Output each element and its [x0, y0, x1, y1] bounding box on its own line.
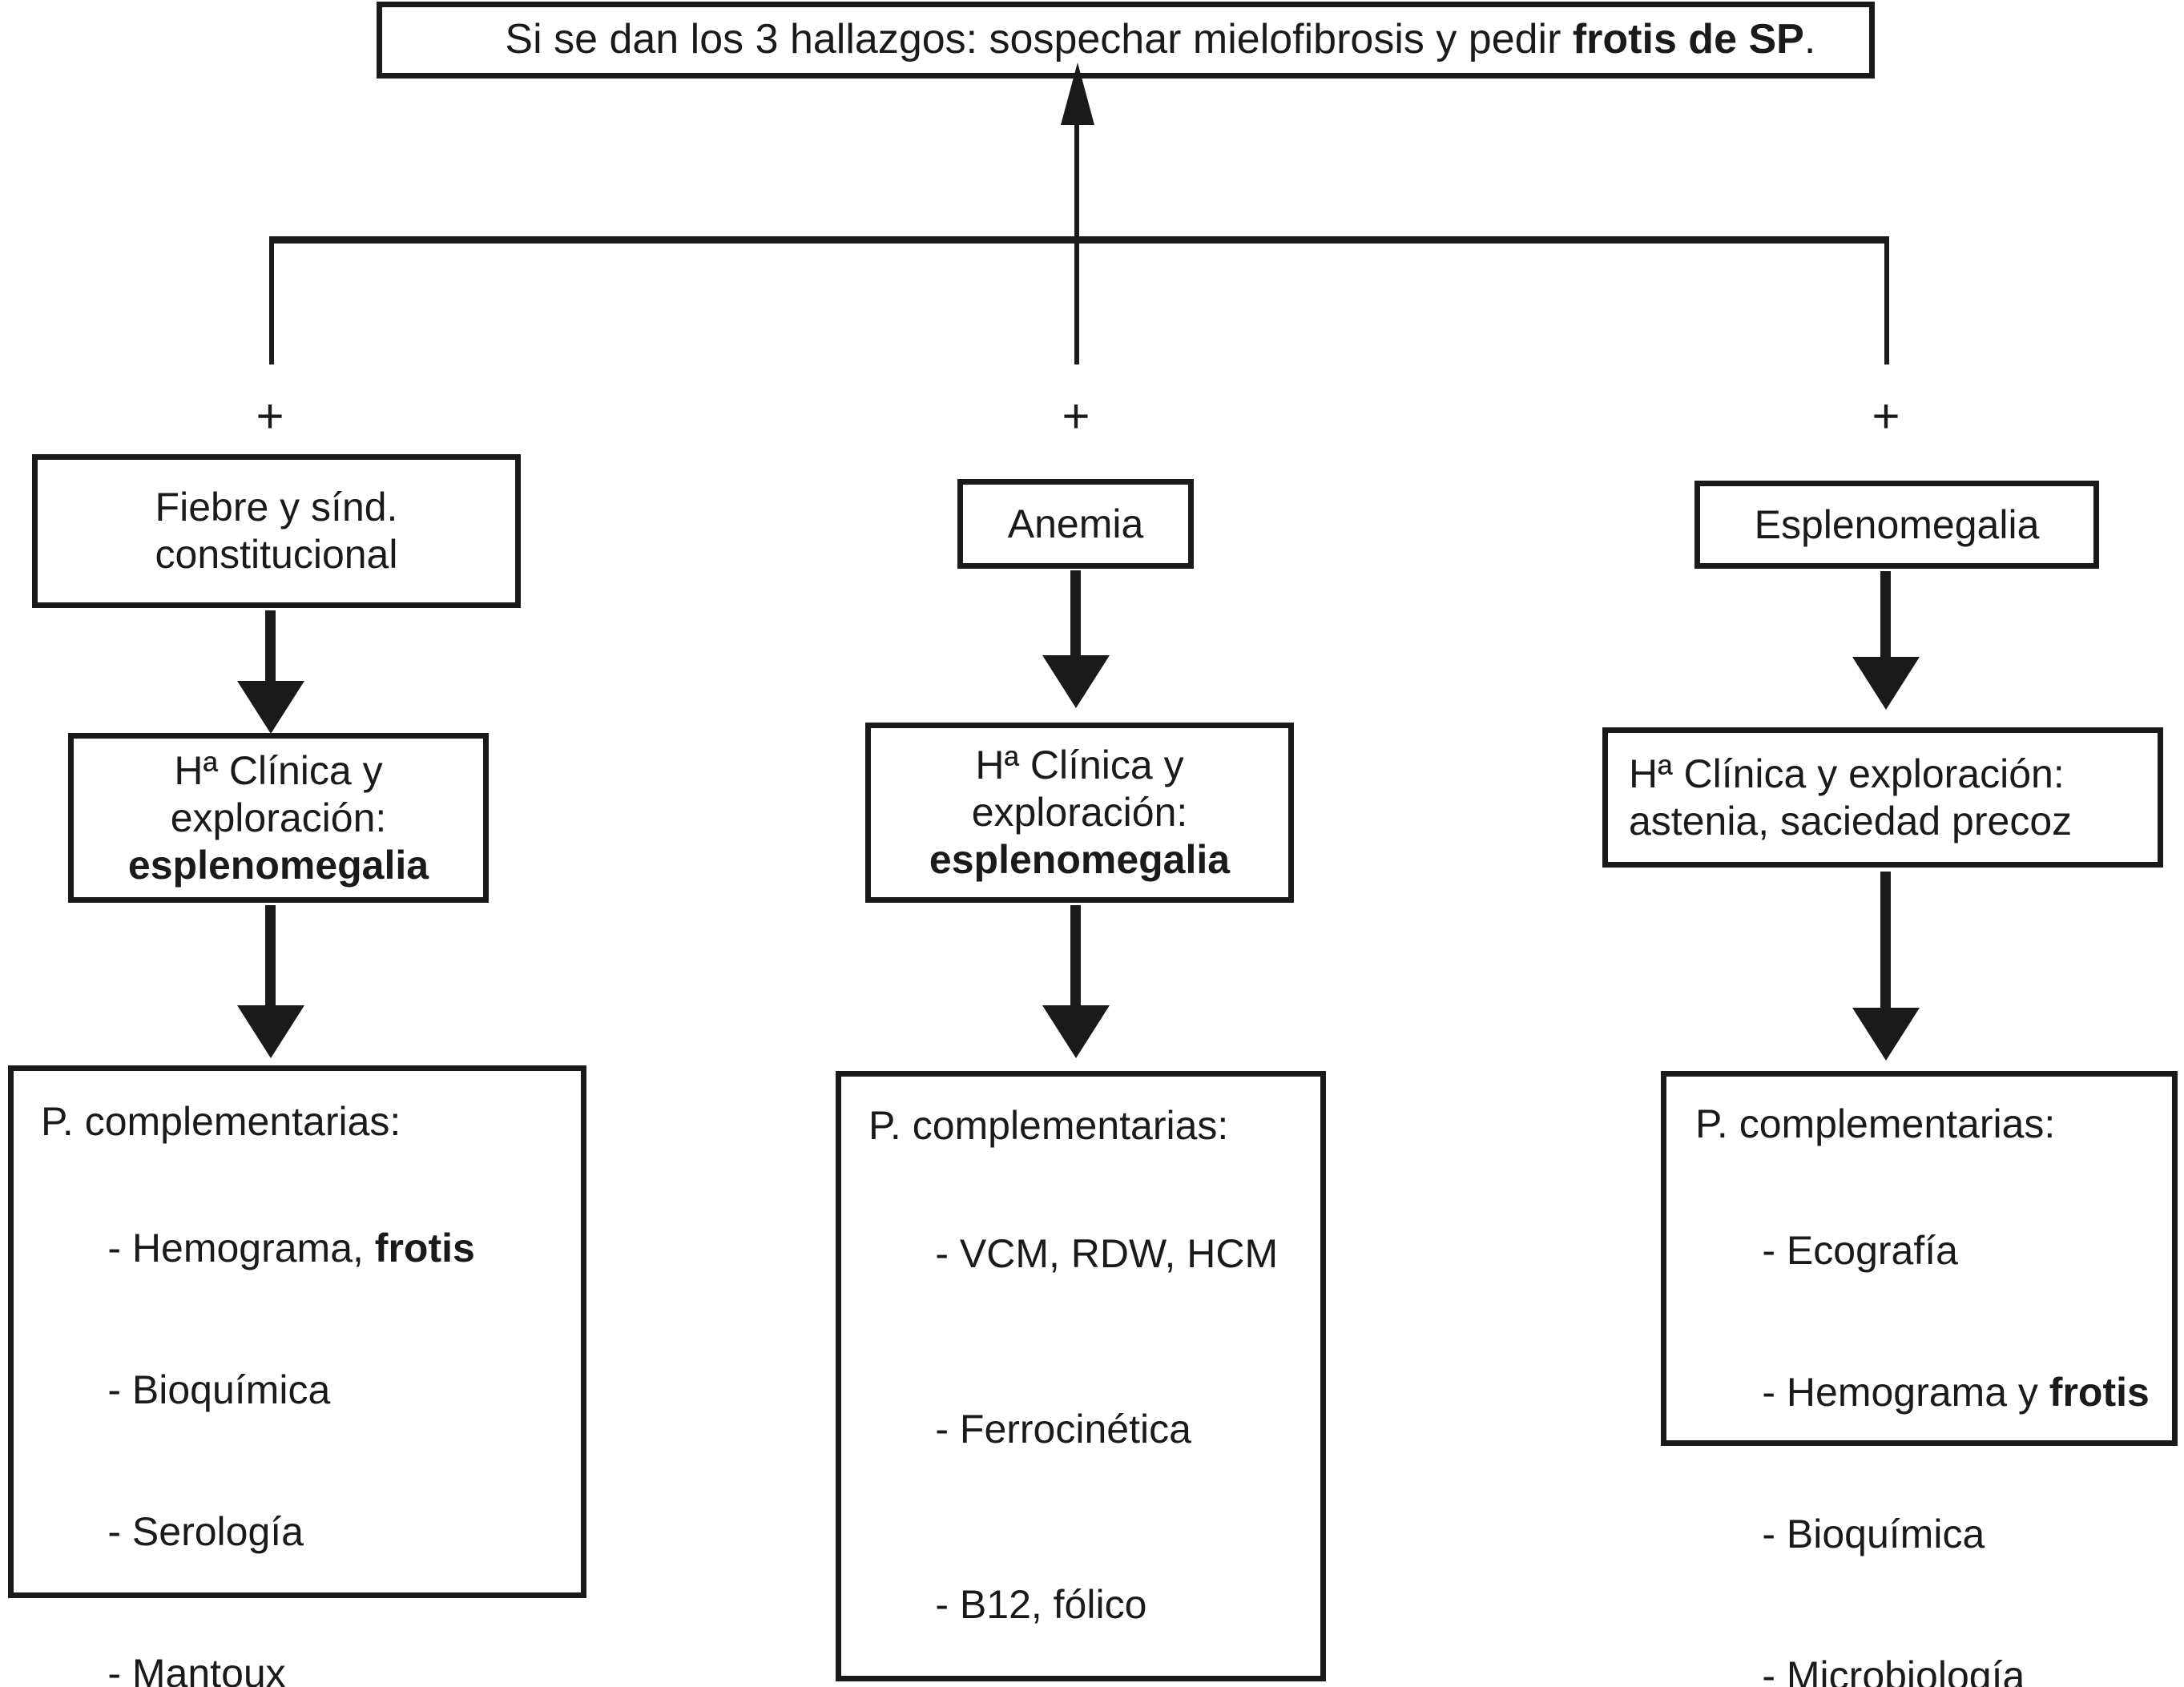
tests-header-col3: P. complementarias:	[1695, 1101, 2056, 1146]
history-line1-col3: Hª Clínica y exploración:	[1629, 751, 2065, 796]
item-dash: -	[935, 1231, 960, 1276]
history-line2-col3: astenia, saciedad precoz	[1629, 798, 2073, 844]
history-line1-col2: Hª Clínica y	[975, 743, 1184, 787]
finding-box-col2: Anemia	[957, 479, 1194, 569]
item-plain: Mantoux	[131, 1651, 286, 1687]
item-plain: Ecografía	[1786, 1228, 1958, 1273]
conclusion-text: Si se dan los 3 hallazgos: sospechar mie…	[436, 0, 1816, 114]
tests-item-col1-3: - Mantoux	[41, 1603, 286, 1687]
finding-label-col3: Esplenomegalia	[1754, 501, 2040, 547]
arrow-shaft-col1-a	[265, 610, 276, 695]
history-line3-col1: esplenomegalia	[127, 842, 429, 888]
item-bold: frotis	[374, 1226, 475, 1270]
bracket-horizontal-bar	[269, 236, 1889, 244]
plus-sign-col2: +	[1062, 389, 1090, 443]
item-dash: -	[935, 1582, 960, 1627]
item-dash: -	[1762, 1228, 1787, 1273]
tests-item-col1-2: - Serología	[41, 1461, 304, 1603]
tests-item-col3-3: - Microbiología	[1695, 1605, 2025, 1687]
plus-sign-col3: +	[1872, 389, 1900, 443]
tests-item-col3-0: - Ecografía	[1695, 1180, 1958, 1322]
tests-box-col2: P. complementarias: - VCM, RDW, HCM - Fe…	[836, 1071, 1326, 1681]
tests-item-col1-0: - Hemograma, frotis	[41, 1178, 475, 1319]
item-plain: Bioquímica	[131, 1367, 331, 1412]
bracket-drop-left	[269, 236, 274, 364]
conclusion-box: Si se dan los 3 hallazgos: sospechar mie…	[377, 2, 1875, 79]
item-dash: -	[1762, 1370, 1787, 1415]
history-line1-col1: Hª Clínica y	[174, 747, 383, 793]
item-dash: -	[107, 1509, 132, 1554]
arrow-shaft-col2-a	[1070, 570, 1081, 666]
tests-box-col3: P. complementarias: - Ecografía - Hemogr…	[1661, 1071, 2178, 1687]
tests-item-col3-2: - Bioquímica	[1695, 1464, 1985, 1605]
arrow-shaft-col2-b	[1070, 905, 1081, 1021]
item-plain: B12, fólico	[959, 1582, 1147, 1627]
tests-item-col1-1: - Bioquímica	[41, 1319, 330, 1461]
conclusion-text-plain: Si se dan los 3 hallazgos: sospechar mie…	[505, 16, 1573, 63]
item-plain: Serología	[131, 1509, 304, 1554]
arrow-shaft-col3-a	[1880, 571, 1891, 667]
finding-label-col1: Fiebre y sínd. constitucional	[155, 485, 398, 577]
tests-box-col1: P. complementarias: - Hemograma, frotis …	[8, 1065, 586, 1687]
arrow-shaft-col1-b	[265, 905, 276, 1021]
history-box-col3: Hª Clínica y exploración: astenia, sacie…	[1602, 727, 2163, 868]
tests-header-col2: P. complementarias:	[868, 1103, 1229, 1148]
item-plain: Ferrocinética	[959, 1407, 1191, 1451]
arrowhead-col3-a	[1852, 657, 1920, 710]
item-dash: -	[1762, 1512, 1787, 1556]
finding-box-col1: Fiebre y sínd. constitucional	[32, 454, 521, 608]
arrowhead-col1-b	[237, 1005, 304, 1058]
arrowhead-col2-b	[1042, 1005, 1110, 1058]
tests-item-col3-1: - Hemograma y frotis	[1695, 1322, 2150, 1464]
conclusion-text-bold: frotis de SP	[1572, 16, 1804, 63]
history-box-col2: Hª Clínica y exploración: esplenomegalia	[865, 723, 1294, 903]
history-line2-col2: exploración:	[971, 790, 1188, 835]
finding-label-col2: Anemia	[1007, 501, 1144, 546]
item-plain: Bioquímica	[1786, 1512, 1985, 1556]
item-dash: -	[107, 1226, 132, 1270]
plus-sign-col1: +	[256, 389, 284, 443]
tests-item-col2-1: - Ferrocinética	[868, 1359, 1191, 1500]
bracket-drop-middle	[1074, 236, 1079, 364]
tests-header-col1: P. complementarias:	[41, 1099, 401, 1144]
finding-box-col3: Esplenomegalia	[1694, 481, 2099, 569]
item-dash: -	[107, 1651, 132, 1687]
item-plain: VCM, RDW, HCM	[959, 1231, 1279, 1276]
item-plain: Microbiología	[1786, 1653, 2025, 1687]
connector-shaft-to-conclusion	[1074, 112, 1079, 240]
arrowhead-col3-b	[1852, 1008, 1920, 1061]
tests-item-col2-0: - VCM, RDW, HCM	[868, 1183, 1278, 1325]
history-box-col1: Hª Clínica y exploración: esplenomegalia	[68, 733, 489, 903]
bracket-drop-right	[1884, 236, 1889, 364]
item-bold: frotis	[2049, 1370, 2150, 1415]
conclusion-text-tail: .	[1803, 16, 1816, 63]
item-dash: -	[935, 1407, 960, 1451]
item-plain: Hemograma,	[131, 1226, 375, 1270]
item-dash: -	[107, 1367, 132, 1412]
item-dash: -	[1762, 1653, 1787, 1687]
history-line3-col2: esplenomegalia	[929, 837, 1231, 882]
item-plain: Hemograma y	[1786, 1370, 2049, 1415]
arrowhead-col1-a	[237, 681, 304, 734]
tests-item-col2-2: - B12, fólico	[868, 1534, 1146, 1676]
arrowhead-to-conclusion	[1061, 62, 1094, 125]
history-line2-col1: exploración:	[170, 795, 387, 840]
arrow-shaft-col3-b	[1880, 872, 1891, 1024]
arrowhead-col2-a	[1042, 655, 1110, 708]
